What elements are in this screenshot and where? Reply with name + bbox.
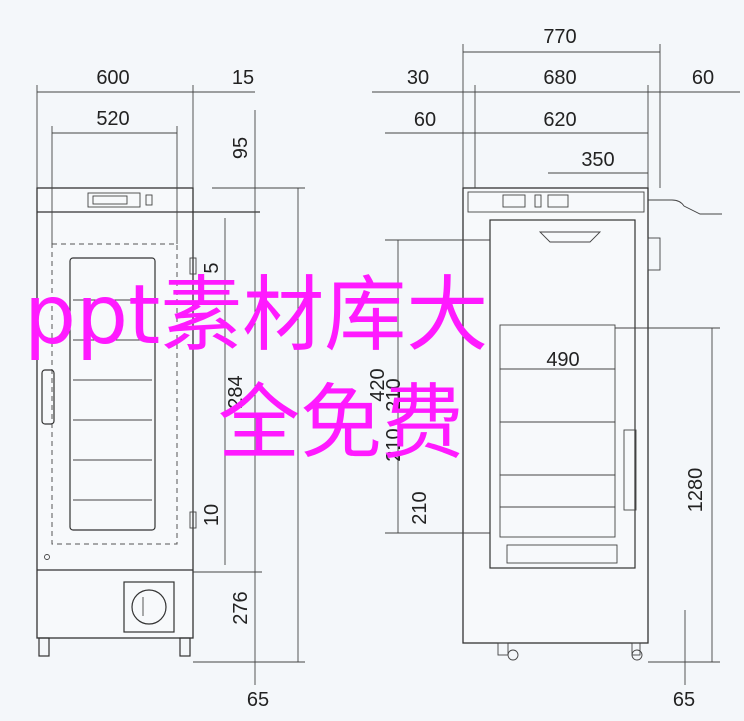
dim-10: 10 (201, 504, 223, 526)
dim-490: 490 (546, 349, 579, 371)
watermark-line-1: ppt素材库大 (24, 268, 489, 363)
dim-60: 60 (414, 109, 436, 131)
dim-95: 95 (230, 137, 252, 159)
dim-5: 5 (201, 262, 223, 273)
dim-60-top: 60 (692, 67, 714, 89)
right-cabinet (462, 187, 722, 661)
dim-15: 15 (232, 67, 254, 89)
dim-680: 680 (543, 67, 576, 89)
dim-770: 770 (543, 26, 576, 48)
dim-65-left: 65 (247, 689, 269, 711)
dim-620: 620 (543, 109, 576, 131)
dim-65-right: 65 (673, 689, 695, 711)
left-dimension-lines (36, 85, 305, 685)
dim-284: 284 (225, 375, 247, 408)
dimension-labels: 600 15 520 95 5 284 10 276 65 770 30 680… (96, 26, 714, 711)
left-shelves (73, 299, 152, 501)
dim-1280: 1280 (685, 468, 707, 513)
watermark-line-2: 全免费 (218, 376, 465, 471)
right-shelves (499, 324, 616, 538)
dim-30: 30 (407, 67, 429, 89)
dim-210-c: 210 (409, 491, 431, 524)
dim-276: 276 (230, 591, 252, 624)
dim-600: 600 (96, 67, 129, 89)
dim-210-a: 210 (383, 378, 405, 411)
left-cabinet (36, 187, 260, 657)
dim-520: 520 (96, 108, 129, 130)
right-dimension-lines (372, 44, 740, 685)
dim-210-b: 210 (383, 428, 405, 461)
dim-350: 350 (581, 149, 614, 171)
dim-420: 420 (367, 368, 389, 401)
